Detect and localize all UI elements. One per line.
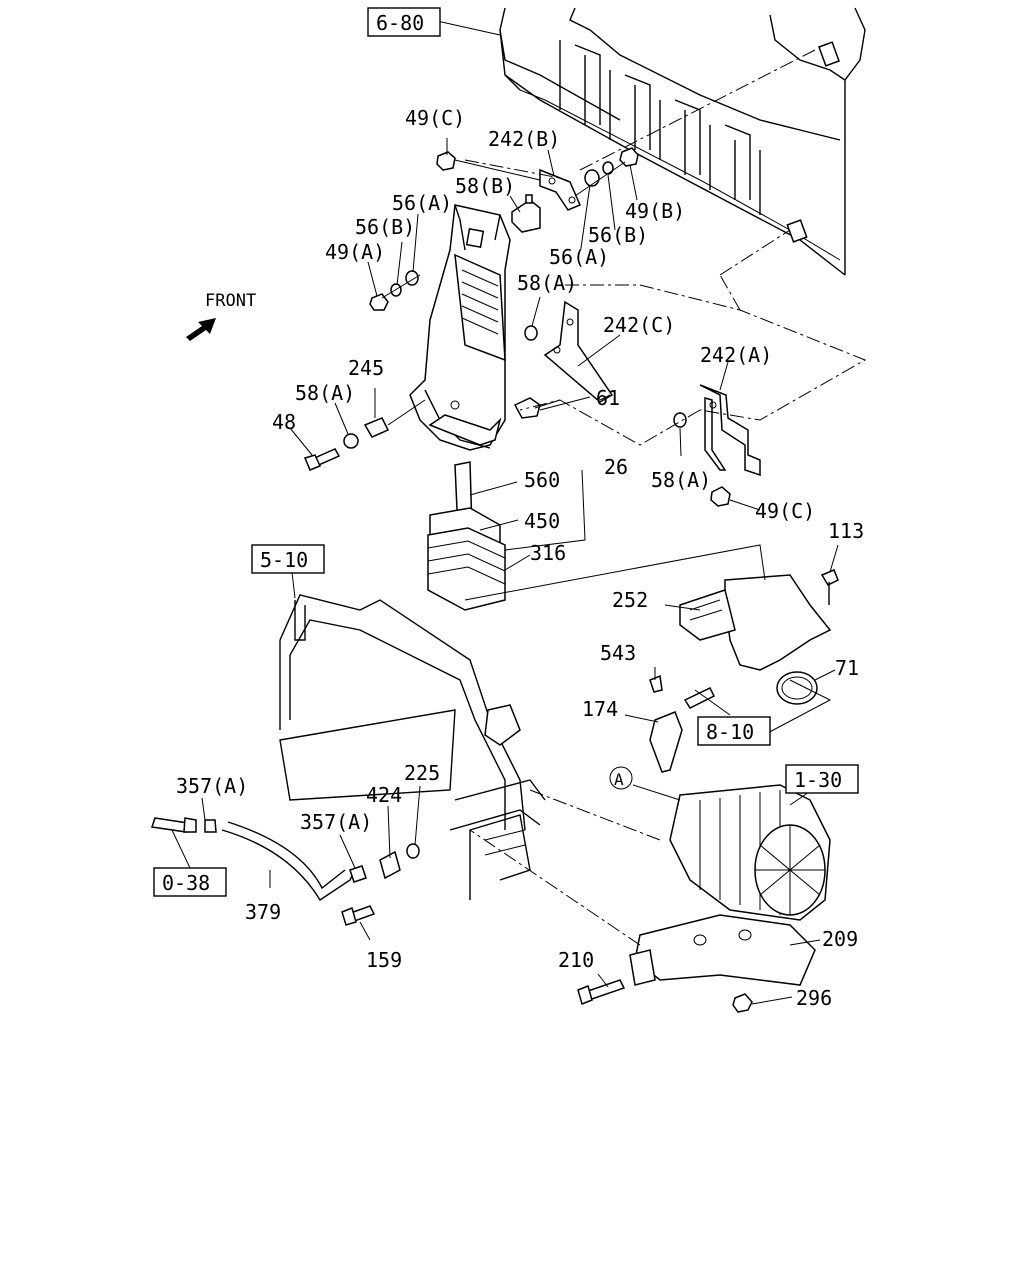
label-56b-left: 56(B)	[355, 215, 415, 239]
ref-box-8-10[interactable]: 8-10	[697, 716, 771, 746]
mount-bracket-209	[577, 914, 816, 1013]
small-fasteners-left	[369, 270, 421, 311]
air-cleaner-inlet	[679, 569, 839, 705]
label-71: 71	[835, 656, 859, 680]
label-242b: 242(B)	[488, 127, 560, 151]
label-26: 26	[604, 455, 628, 479]
ref-label-8-10: 8-10	[706, 720, 754, 744]
ref-label-5-10: 5-10	[260, 548, 308, 572]
ref-label-1-30: 1-30	[794, 768, 842, 792]
leader-lines	[171, 20, 839, 1005]
ref-label-0-38: 0-38	[162, 871, 210, 895]
label-113: 113	[828, 519, 864, 543]
label-58a-mid: 58(A)	[517, 271, 577, 295]
label-61: 61	[596, 386, 620, 410]
label-48: 48	[272, 410, 296, 434]
label-225: 225	[404, 761, 440, 785]
filter-cover-stack	[427, 461, 506, 611]
label-58a-left: 58(A)	[295, 381, 355, 405]
ref-box-6-80[interactable]: 6-80	[367, 7, 441, 37]
label-424: 424	[366, 783, 402, 807]
label-450: 450	[524, 509, 560, 533]
air-cleaner-body	[669, 784, 831, 921]
label-49c-bottom: 49(C)	[755, 499, 815, 523]
label-56b-right: 56(B)	[588, 223, 648, 247]
label-560: 560	[524, 468, 560, 492]
label-357a-top: 357(A)	[176, 774, 248, 798]
insulator-58b	[511, 194, 541, 233]
label-58a-right: 58(A)	[651, 468, 711, 492]
label-242c: 242(C)	[603, 313, 675, 337]
fasteners-left-lower	[303, 399, 426, 471]
label-379: 379	[245, 900, 281, 924]
ref-box-1-30[interactable]: 1-30	[785, 764, 859, 794]
label-56a-right: 56(A)	[549, 245, 609, 269]
ref-box-5-10[interactable]: 5-10	[251, 544, 325, 574]
front-arrow-icon	[186, 318, 216, 341]
bracket-242a	[673, 384, 761, 507]
label-159: 159	[366, 948, 402, 972]
frame-bracket	[279, 594, 546, 900]
label-316: 316	[530, 541, 566, 565]
part-labels: 49(C) 242(B) 58(B) 56(A) 56(B) 49(A) 49(…	[176, 106, 864, 1010]
label-174: 174	[582, 697, 618, 721]
label-58b: 58(B)	[455, 174, 515, 198]
label-357a-mid: 357(A)	[300, 810, 372, 834]
label-49b: 49(B)	[625, 199, 685, 223]
air-intake-duct	[409, 204, 511, 451]
sensor-174	[649, 674, 716, 773]
label-242a: 242(A)	[700, 343, 772, 367]
hose-379	[151, 817, 420, 926]
cab-back-panel	[499, 7, 866, 276]
circle-ref-a: A	[609, 766, 633, 790]
label-210: 210	[558, 948, 594, 972]
label-49c-top: 49(C)	[405, 106, 465, 130]
bracket-242b	[539, 168, 581, 211]
label-49a: 49(A)	[325, 240, 385, 264]
label-56a-left: 56(A)	[392, 191, 452, 215]
fasteners-upper	[436, 147, 639, 197]
ref-label-6-80: 6-80	[376, 11, 424, 35]
chain-lines	[464, 49, 867, 946]
label-296: 296	[796, 986, 832, 1010]
ref-box-0-38[interactable]: 0-38	[153, 867, 227, 897]
label-209: 209	[822, 927, 858, 951]
circle-ref-a-label: A	[614, 770, 624, 789]
label-245: 245	[348, 356, 384, 380]
front-label: FRONT	[205, 291, 256, 311]
label-252: 252	[612, 588, 648, 612]
label-543: 543	[600, 641, 636, 665]
